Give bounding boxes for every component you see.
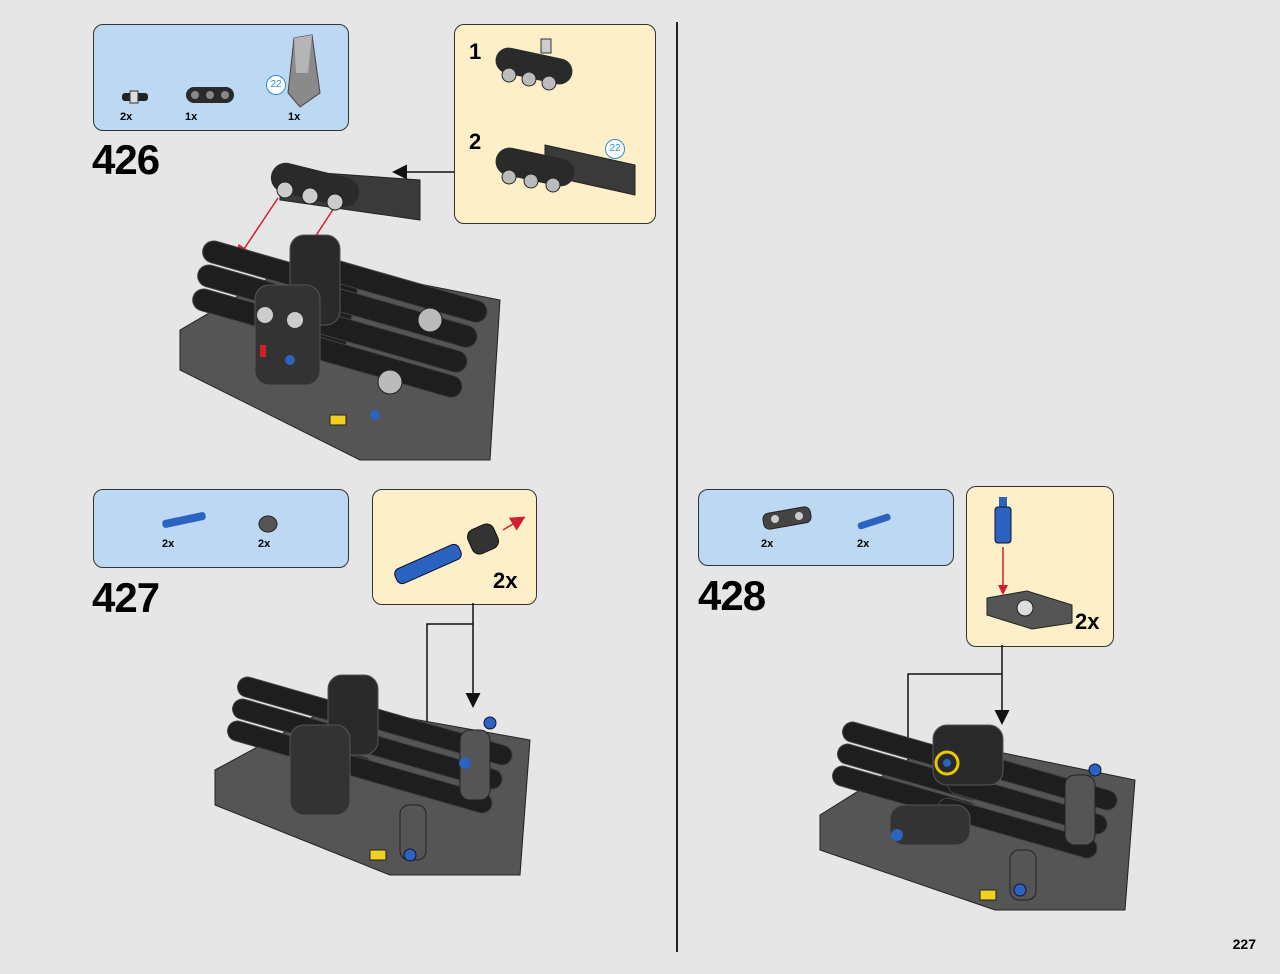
panel-icon: [287, 34, 321, 108]
substep-number: 2: [469, 129, 482, 154]
part-qty: 2x: [857, 538, 870, 550]
step-number: 428: [698, 572, 766, 619]
pin-bush-model: [394, 516, 526, 585]
multiplier-label: 2x: [493, 568, 518, 593]
part-qty: 1x: [288, 111, 301, 123]
step-426-model: [179, 162, 501, 461]
connector-pin-icon: [122, 90, 148, 104]
parts-list-427: 2x 2x: [93, 489, 349, 568]
blue-axle-pin-icon: [162, 512, 206, 528]
blue-pin-icon: [857, 513, 891, 530]
part-qty: 1x: [185, 111, 198, 123]
callout-badge: 22: [605, 139, 625, 159]
subassembly-427: 2x: [372, 489, 537, 605]
multiplier-label: 2x: [1075, 609, 1100, 634]
step-number: 427: [92, 574, 160, 621]
part-qty: 2x: [162, 538, 175, 550]
substep-1-model: [495, 38, 573, 91]
step-427-model: [214, 674, 531, 876]
substep-2-model: [495, 144, 636, 196]
bush-icon: [258, 515, 278, 533]
cross-block-icon: [762, 506, 812, 530]
page-divider: [676, 22, 678, 952]
part-qty: 2x: [120, 111, 133, 123]
callout-badge: 22: [266, 75, 286, 95]
parts-list-428: 2x 2x: [698, 489, 954, 566]
parts-list-426: 22 2x 1x 1x: [93, 24, 349, 131]
pin-block-model: [986, 497, 1073, 630]
beam-3-icon: [186, 87, 234, 103]
step-number: 426: [92, 136, 160, 183]
subassembly-428: 2x: [966, 486, 1114, 647]
part-qty: 2x: [761, 538, 774, 550]
substep-number: 1: [469, 39, 482, 64]
step-428-model: [819, 721, 1136, 911]
page-number: 227: [1232, 936, 1256, 952]
part-qty: 2x: [258, 538, 271, 550]
subassembly-426: 1 2 22: [454, 24, 656, 224]
